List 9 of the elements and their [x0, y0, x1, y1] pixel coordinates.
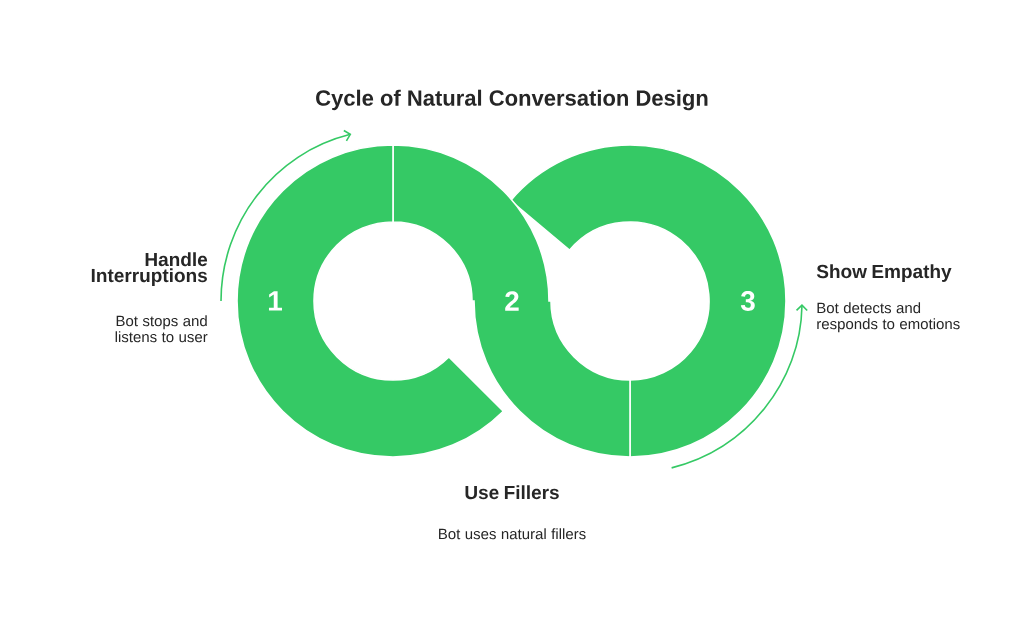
step-description: Bot detects and responds to emotions	[817, 302, 960, 333]
step-heading: Use Fillers	[465, 485, 559, 500]
ring-segment: 2	[392, 144, 631, 458]
title: Cycle of Natural Conversation Design	[316, 89, 708, 111]
step-description: Bot stops and listens to user	[115, 315, 208, 343]
step-heading: Handle Interruptions	[91, 252, 208, 286]
step-heading: Show Empathy	[816, 264, 952, 282]
ring-segment: 1	[236, 144, 505, 458]
step-description: Bot uses natural fillers	[439, 528, 586, 540]
